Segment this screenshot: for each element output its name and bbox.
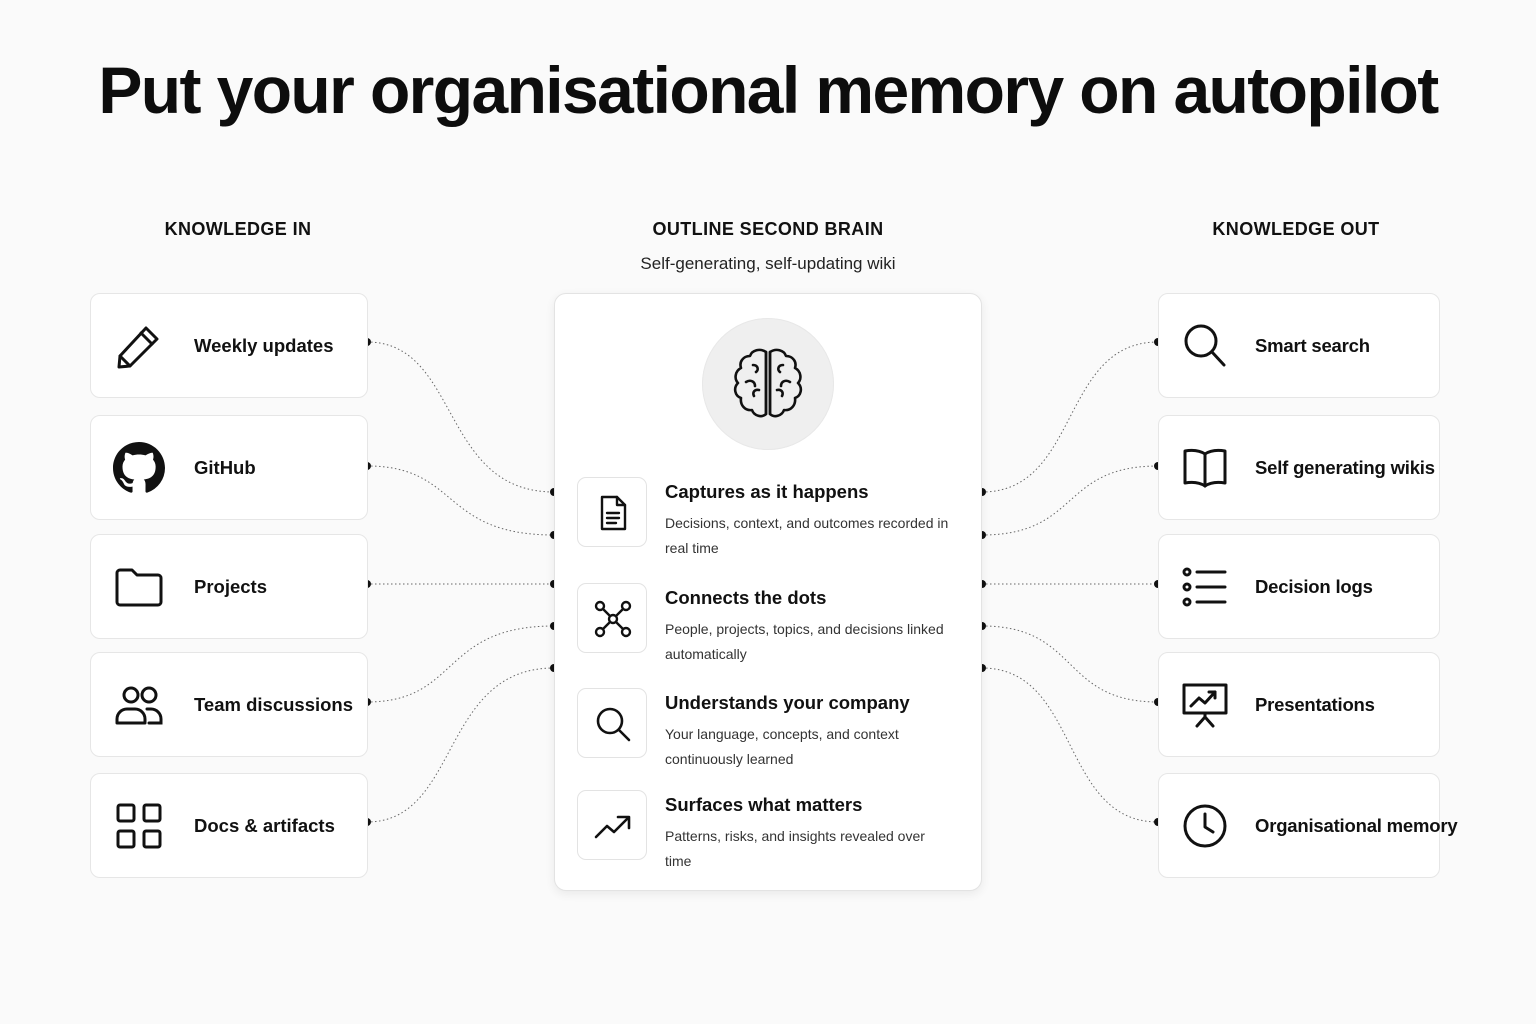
brain-badge xyxy=(702,318,834,450)
connector-team-discussions xyxy=(366,625,555,703)
page-title: Put your organisational memory on autopi… xyxy=(98,53,1439,127)
knowledge-in-label: Docs & artifacts xyxy=(194,814,335,836)
github-icon xyxy=(113,441,165,494)
feature-description: People, projects, topics, and decisions … xyxy=(665,621,944,662)
feature-surfaces: Surfaces what matters Patterns, risks, a… xyxy=(577,790,967,882)
knowledge-in-heading: KNOWLEDGE IN xyxy=(164,219,312,239)
knowledge-in-item-github[interactable]: GitHub xyxy=(90,415,368,520)
knowledge-out-label: Organisational memory xyxy=(1255,814,1458,836)
search-icon xyxy=(596,707,631,742)
feature-title: Connects the dots xyxy=(665,587,827,608)
knowledge-out-item-presentations[interactable]: Presentations xyxy=(1158,652,1440,757)
knowledge-out-label: Smart search xyxy=(1255,334,1370,356)
folder-icon xyxy=(113,561,165,613)
feature-description: Patterns, risks, and insights revealed o… xyxy=(665,828,925,869)
feature-title: Captures as it happens xyxy=(665,481,869,502)
feature-captures: Captures as it happens Decisions, contex… xyxy=(577,477,967,569)
knowledge-out-label: Self generating wikis xyxy=(1255,456,1435,478)
knowledge-out-item-decision-logs[interactable]: Decision logs xyxy=(1158,534,1440,639)
feature-icon-box xyxy=(577,477,647,547)
knowledge-in-label: Projects xyxy=(194,575,268,597)
knowledge-out-item-smart-search[interactable]: Smart search xyxy=(1158,293,1440,398)
feature-description: Your language, concepts, and context con… xyxy=(665,726,899,767)
knowledge-in-item-weekly-updates[interactable]: Weekly updates xyxy=(90,293,368,398)
book-icon xyxy=(1179,442,1231,494)
connector-weekly-updates xyxy=(366,341,555,493)
feature-icon-box xyxy=(577,790,647,860)
feature-title: Surfaces what matters xyxy=(665,794,863,815)
brain-icon xyxy=(733,348,803,418)
connector-self-generating-wikis xyxy=(981,465,1159,536)
knowledge-in-item-team-discussions[interactable]: Team discussions xyxy=(90,652,368,757)
knowledge-out-item-self-generating-wikis[interactable]: Self generating wikis xyxy=(1158,415,1440,520)
connector-presentations xyxy=(981,625,1159,703)
knowledge-out-item-organisational-memory[interactable]: Organisational memory xyxy=(1158,773,1458,878)
pencil-icon xyxy=(113,320,165,372)
knowledge-in-item-docs-artifacts[interactable]: Docs & artifacts xyxy=(90,773,368,878)
feature-icon-box xyxy=(577,583,647,653)
feature-understands: Understands your company Your language, … xyxy=(577,688,967,780)
knowledge-out-label: Presentations xyxy=(1255,693,1375,715)
feature-connects: Connects the dots People, projects, topi… xyxy=(577,583,967,675)
trend-up-icon xyxy=(594,815,631,839)
network-icon xyxy=(594,600,632,638)
knowledge-in-label: Weekly updates xyxy=(194,334,334,356)
knowledge-in-item-projects[interactable]: Projects xyxy=(90,534,368,639)
second-brain-heading: OUTLINE SECOND BRAIN xyxy=(652,219,884,239)
connector-docs-artifacts xyxy=(366,667,555,823)
users-icon xyxy=(113,679,165,731)
second-brain-subtitle: Self-generating, self-updating wiki xyxy=(640,254,896,273)
second-brain-panel: Captures as it happens Decisions, contex… xyxy=(554,293,982,891)
clock-icon xyxy=(1179,800,1231,852)
knowledge-out-heading: KNOWLEDGE OUT xyxy=(1212,219,1380,239)
grid-icon xyxy=(113,800,165,852)
knowledge-in-label: GitHub xyxy=(194,456,256,478)
search-icon xyxy=(1179,320,1231,372)
connector-github xyxy=(366,465,555,536)
document-icon xyxy=(600,495,627,531)
knowledge-out-label: Decision logs xyxy=(1255,575,1373,597)
presentation-icon xyxy=(1179,679,1231,731)
connector-organisational-memory xyxy=(981,667,1159,823)
connector-smart-search xyxy=(981,341,1159,493)
feature-icon-box xyxy=(577,688,647,758)
list-icon xyxy=(1179,561,1231,613)
knowledge-in-label: Team discussions xyxy=(194,693,354,715)
feature-description: Decisions, context, and outcomes recorde… xyxy=(665,515,949,556)
feature-title: Understands your company xyxy=(665,692,910,713)
